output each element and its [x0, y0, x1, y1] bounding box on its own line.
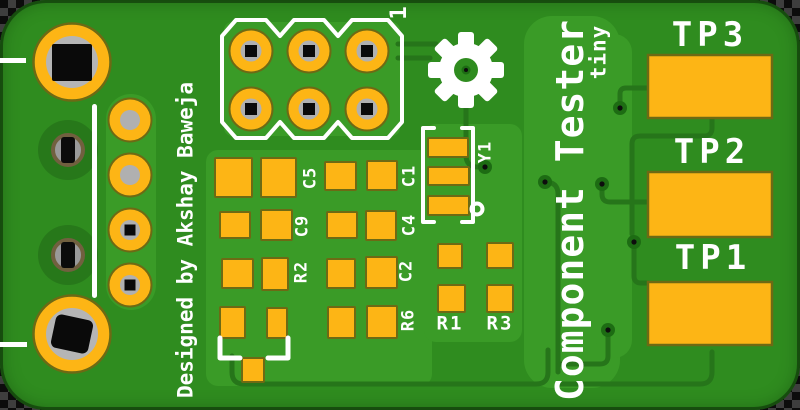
- bottom-bracket-right: [265, 335, 291, 361]
- circle-marker-icon: [469, 201, 485, 217]
- left-pad-column: [107, 97, 153, 308]
- unplated-hole-bottom: [38, 225, 98, 285]
- designer-credit: Designed by Akshay Baweja: [173, 81, 198, 399]
- ref-c1: C1: [399, 164, 420, 188]
- smd-pads: [214, 137, 514, 383]
- ref-c5: C5: [300, 166, 321, 190]
- ref-r3: R3: [486, 312, 514, 335]
- board-title: Component Tester: [548, 18, 592, 402]
- vias: [478, 101, 641, 337]
- ref-r1: R1: [436, 312, 464, 335]
- silk-tick-top: [0, 58, 26, 63]
- label-tp1: TP1: [674, 238, 752, 278]
- board-subtitle: tiny: [586, 24, 611, 80]
- unplated-hole-top: [38, 120, 98, 180]
- mounting-hole-bottom-left: [32, 294, 112, 374]
- ref-c2: C2: [396, 259, 417, 283]
- header-outline: [220, 18, 404, 140]
- mounting-hole-top-left: [32, 22, 112, 102]
- silkscreen-shapes: [0, 18, 485, 361]
- ref-c4: C4: [399, 213, 420, 237]
- header-pads: [228, 28, 390, 132]
- silk-vertical-line: [92, 104, 97, 298]
- ref-c9: C9: [292, 214, 313, 238]
- pin1-marker: 1: [387, 6, 412, 20]
- ref-y1: Y1: [475, 140, 496, 164]
- test-point-pads: [646, 53, 774, 347]
- label-tp3: TP3: [671, 15, 749, 55]
- label-tp2: TP2: [673, 132, 751, 172]
- gear-icon: [428, 32, 504, 108]
- crystal-bracket-right: [460, 126, 475, 224]
- ref-r6: R6: [398, 308, 419, 332]
- silk-tick-bottom: [0, 342, 27, 347]
- bottom-bracket-left: [217, 335, 243, 361]
- ref-r2: R2: [291, 260, 312, 284]
- crystal-bracket-left: [421, 126, 436, 224]
